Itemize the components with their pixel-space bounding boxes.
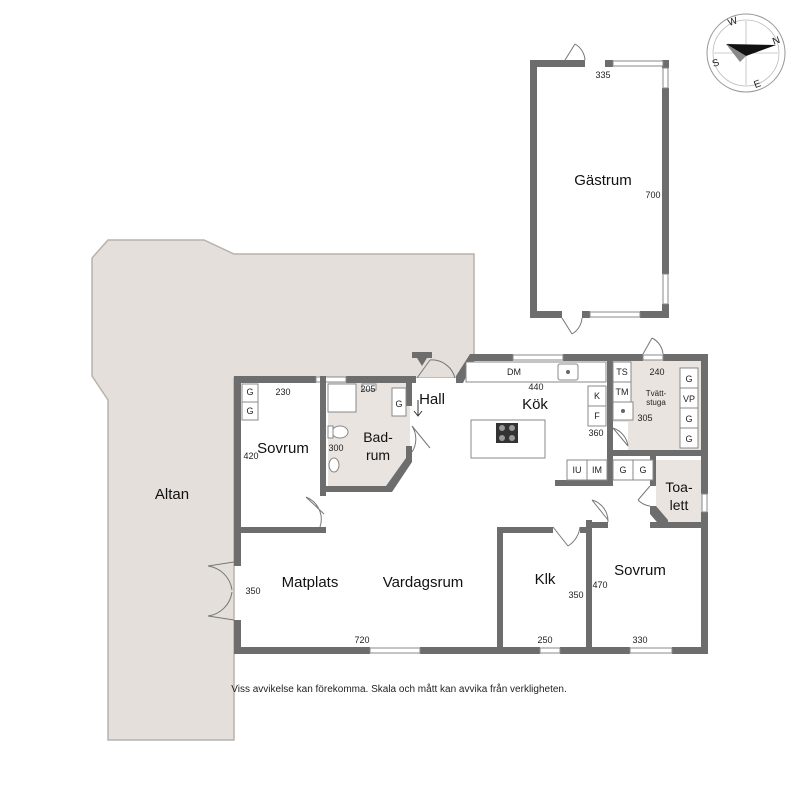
label-toalett-2: lett	[670, 497, 689, 513]
label-tvattstuga-2: stuga	[646, 398, 666, 407]
disclaimer-text: Viss avvikelse kan förekomma. Skala och …	[231, 684, 567, 695]
label-badrum-1: Bad-	[363, 429, 393, 445]
bath-counter	[327, 383, 357, 413]
compass-needle-icon	[726, 44, 776, 56]
label-ts: TS	[616, 367, 628, 377]
window-bottom-1	[369, 647, 421, 654]
window-bottom-2	[539, 647, 561, 654]
label-g-wardrobe-2: G	[639, 465, 646, 475]
door-klk	[552, 526, 581, 547]
window-kok-top	[512, 354, 564, 361]
dim-sovrum-right-length: 470	[592, 580, 607, 590]
guest-window-right-top	[662, 67, 669, 89]
label-g-sovrum-1: G	[246, 387, 253, 397]
bath-sink	[328, 457, 340, 473]
label-tvattstuga-1: Tvätt-	[646, 389, 667, 398]
door-bad	[411, 425, 431, 453]
guest-window-right-bottom	[662, 273, 669, 305]
dim-gastrum-width: 335	[595, 70, 610, 80]
label-gastrum: Gästrum	[574, 172, 632, 189]
guest-room-walls	[530, 60, 669, 318]
dim-gastrum-length: 700	[645, 190, 660, 200]
label-altan: Altan	[155, 486, 189, 503]
compass-w: W	[727, 15, 740, 29]
main-house-walls	[234, 354, 708, 654]
label-iu: IU	[573, 465, 582, 475]
dim-badrum-length: 300	[328, 443, 343, 453]
label-g-wardrobe-1: G	[619, 465, 626, 475]
compass-s: S	[711, 57, 721, 70]
dim-vardagsrum-width: 720	[354, 635, 369, 645]
bath-toilet	[331, 425, 349, 439]
guest-window-bottom	[589, 311, 641, 318]
toilet-floor	[656, 460, 702, 524]
dim-tvattstuga-length: 305	[637, 413, 652, 423]
label-g-laundry-1: G	[685, 374, 692, 384]
dim-klk-width: 250	[537, 635, 552, 645]
label-sovrum-right: Sovrum	[614, 562, 666, 579]
window-sovrum-top	[315, 376, 347, 383]
door-entrance	[416, 359, 456, 379]
counter-top	[465, 361, 607, 383]
door-sovrum-right	[591, 499, 609, 523]
dim-sovrum-left-width: 230	[275, 387, 290, 397]
dim-kok-length: 360	[588, 428, 603, 438]
compass-n: N	[771, 35, 782, 48]
window-tvatt-top	[642, 354, 664, 361]
door-laundry-out	[642, 337, 664, 355]
interior-walls	[234, 354, 708, 654]
label-im: IM	[592, 465, 602, 475]
label-kok: Kök	[522, 396, 548, 413]
door-toalett	[637, 485, 651, 507]
dim-matplats-depth: 350	[245, 586, 260, 596]
door-sovrum	[305, 496, 325, 528]
dim-kok-width: 440	[528, 382, 543, 392]
label-vp: VP	[683, 394, 695, 404]
compass-e: E	[753, 78, 763, 91]
label-g-hall: G	[395, 399, 402, 409]
guest-room-floor	[536, 66, 662, 310]
label-tm: TM	[616, 387, 629, 397]
label-badrum-2: rum	[366, 447, 390, 463]
dim-klk-length: 350	[568, 590, 583, 600]
guest-door-bottom	[561, 317, 583, 335]
label-toalett-1: Toa-	[665, 479, 693, 495]
guest-door-top	[564, 43, 586, 61]
label-hall: Hall	[419, 391, 445, 408]
dim-badrum-width: 205	[360, 384, 375, 394]
dim-tvattstuga-width: 240	[649, 367, 664, 377]
dim-sovrum-left-length: 420	[243, 451, 258, 461]
label-g-laundry-2: G	[685, 414, 692, 424]
cooktop	[496, 423, 518, 443]
compass	[706, 13, 786, 93]
entrance-arrow-icon	[412, 352, 432, 366]
hall-arrow-icon	[413, 400, 423, 417]
label-g-laundry-3: G	[685, 434, 692, 444]
door-patio	[207, 561, 235, 621]
window-bottom-3	[629, 647, 673, 654]
window-right	[701, 493, 708, 513]
guest-window-top	[612, 60, 664, 67]
label-sovrum-left: Sovrum	[257, 440, 309, 457]
dim-sovrum-right-width: 330	[632, 635, 647, 645]
label-vardagsrum: Vardagsrum	[383, 574, 464, 591]
door-tvatt	[612, 427, 629, 447]
hall-closet	[391, 387, 407, 417]
label-dm: DM	[507, 367, 521, 377]
label-k: K	[594, 391, 600, 401]
label-matplats: Matplats	[282, 574, 339, 591]
freezer-box	[587, 405, 607, 427]
label-klk: Klk	[535, 571, 556, 588]
label-f: F	[594, 411, 600, 421]
label-g-sovrum-2: G	[246, 406, 253, 416]
